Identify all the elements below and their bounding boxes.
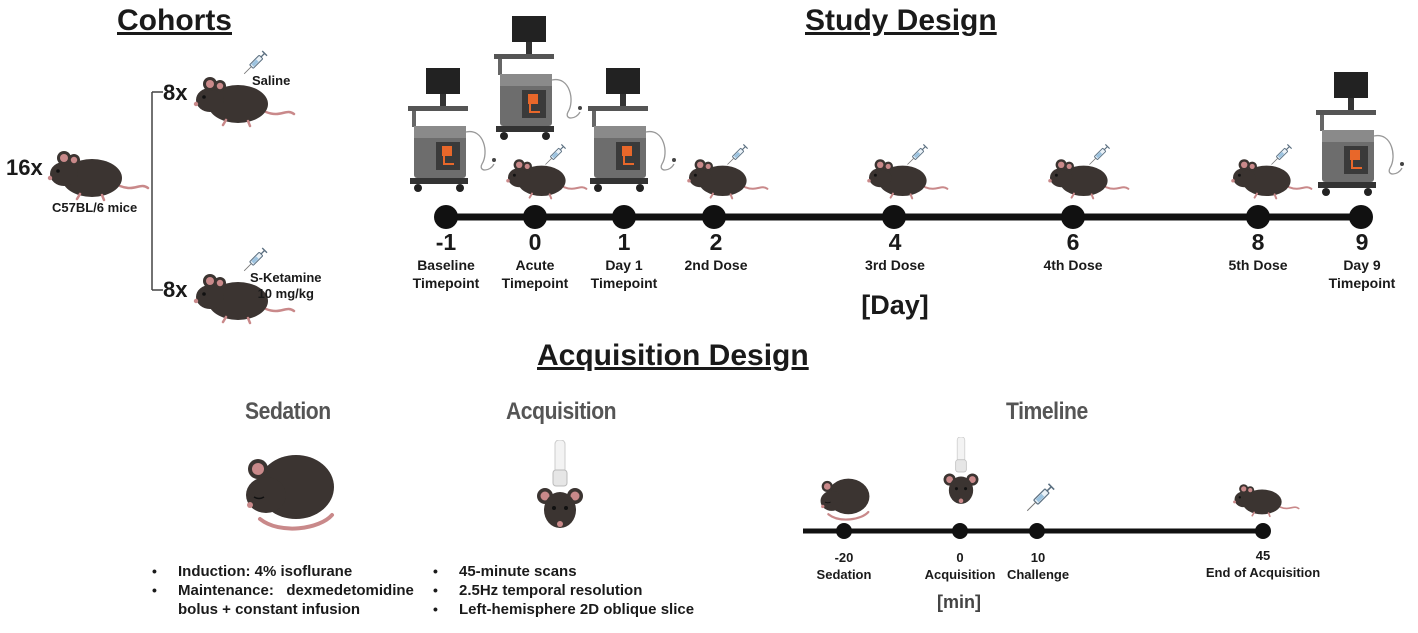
day-marker [1246, 205, 1270, 229]
timepoint-label: 2nd Dose [684, 257, 748, 273]
timepoint-day-0: 0 Acute Timepoint [502, 229, 569, 292]
timepoint-day-4: 4 3rd Dose [865, 229, 925, 274]
timepoint-day-1: 1 Day 1 Timepoint [591, 229, 658, 292]
timepoint-label: 3rd Dose [865, 257, 925, 273]
sedation-bullet-continuation: bolus + constant infusion [178, 601, 361, 618]
event-label: Challenge [1006, 567, 1070, 582]
timeline-event-sedation: -20 Sedation [817, 549, 872, 583]
ketamine-label-line1: S-Ketamine [250, 270, 322, 285]
event-time: 45 [1255, 548, 1271, 563]
timepoint-label: Timepoint [501, 275, 569, 291]
timepoint-label: Timepoint [590, 275, 658, 291]
timepoint-day-9: 9 Day 9 Timepoint [1329, 229, 1396, 292]
timepoint-day-2: 2 2nd Dose [684, 229, 747, 274]
day-number: 0 [528, 229, 542, 255]
saline-group-label: Saline [252, 73, 291, 88]
timeline-event-end: 45 End of Acquisition [1206, 547, 1320, 581]
day-marker [1061, 205, 1085, 229]
acquisition-bullet: 45-minute scans [433, 562, 694, 581]
day-marker [523, 205, 547, 229]
mouse-with-probe-icon [942, 437, 980, 513]
timepoint-label: Timepoint [1328, 275, 1396, 291]
acquisition-bullet: Left-hemisphere 2D oblique slice [433, 600, 694, 619]
day-number: 4 [888, 229, 902, 255]
day-number: -1 [435, 229, 457, 255]
acquisition-design-title: Acquisition Design [537, 339, 809, 372]
day-marker [612, 205, 636, 229]
timeline-event-challenge: 10 Challenge [1007, 549, 1069, 583]
acquisition-bullet: 2.5Hz temporal resolution [433, 581, 694, 600]
timeline-event-acquisition: 0 Acquisition [925, 549, 996, 583]
cohorts-title: Cohorts [117, 4, 232, 37]
day-number: 8 [1251, 229, 1265, 255]
minute-marker [1255, 523, 1271, 539]
event-label: Sedation [816, 567, 872, 582]
cohort-strain-label: C57BL/6 mice [52, 200, 138, 215]
sedation-bullets: Induction: 4% isoflurane Maintenance: de… [152, 562, 414, 619]
event-label: Acquisition [924, 567, 996, 582]
sedation-bullet: Induction: 4% isoflurane [152, 562, 414, 581]
event-time: 10 [1030, 550, 1046, 565]
day-number: 9 [1355, 229, 1369, 255]
day-number: 2 [709, 229, 723, 255]
saline-group-count: 8x [163, 80, 188, 105]
event-time: -20 [834, 550, 854, 565]
timepoint-label: Day 1 [605, 257, 643, 273]
standing-mouse-icon [1228, 478, 1300, 518]
timepoint-label: Acute [515, 257, 555, 273]
syringe-icon [1020, 478, 1060, 518]
sleeping-mouse-icon [816, 472, 874, 522]
event-time: 0 [956, 550, 964, 565]
day-number: 6 [1066, 229, 1080, 255]
day-marker [882, 205, 906, 229]
timeline-title: Timeline [1006, 398, 1088, 425]
ketamine-group-label: S-Ketamine 10 mg/kg [250, 270, 322, 302]
ketamine-label-line2: 10 mg/kg [257, 286, 314, 301]
acquisition-title: Acquisition [506, 398, 617, 425]
acquisition-bullets: 45-minute scans 2.5Hz temporal resolutio… [433, 562, 694, 619]
sedation-bullet: Maintenance: dexmedetomidine [152, 581, 414, 600]
timepoint-day-minus1: -1 Baseline Timepoint [413, 229, 480, 292]
cohort-total-count: 16x [6, 155, 43, 180]
day-marker [1349, 205, 1373, 229]
timepoint-label: Timepoint [412, 275, 480, 291]
day-marker [702, 205, 726, 229]
sedation-title: Sedation [245, 398, 331, 425]
study-design-title: Study Design [805, 4, 997, 37]
timepoint-label: Day 9 [1343, 257, 1381, 273]
minute-marker [836, 523, 852, 539]
minute-marker [1029, 523, 1045, 539]
ketamine-group-count: 8x [163, 277, 188, 302]
minute-axis-unit: [min] [937, 592, 981, 612]
timepoint-day-8: 8 5th Dose [1228, 229, 1287, 274]
day-marker [434, 205, 458, 229]
day-number: 1 [617, 229, 631, 255]
timepoint-label: 4th Dose [1043, 257, 1103, 273]
minute-marker [952, 523, 968, 539]
timepoint-day-6: 6 4th Dose [1043, 229, 1102, 274]
timepoint-label: Baseline [417, 257, 475, 273]
day-axis-unit: [Day] [861, 290, 929, 320]
event-label: End of Acquisition [1205, 565, 1321, 580]
timepoint-label: 5th Dose [1228, 257, 1288, 273]
